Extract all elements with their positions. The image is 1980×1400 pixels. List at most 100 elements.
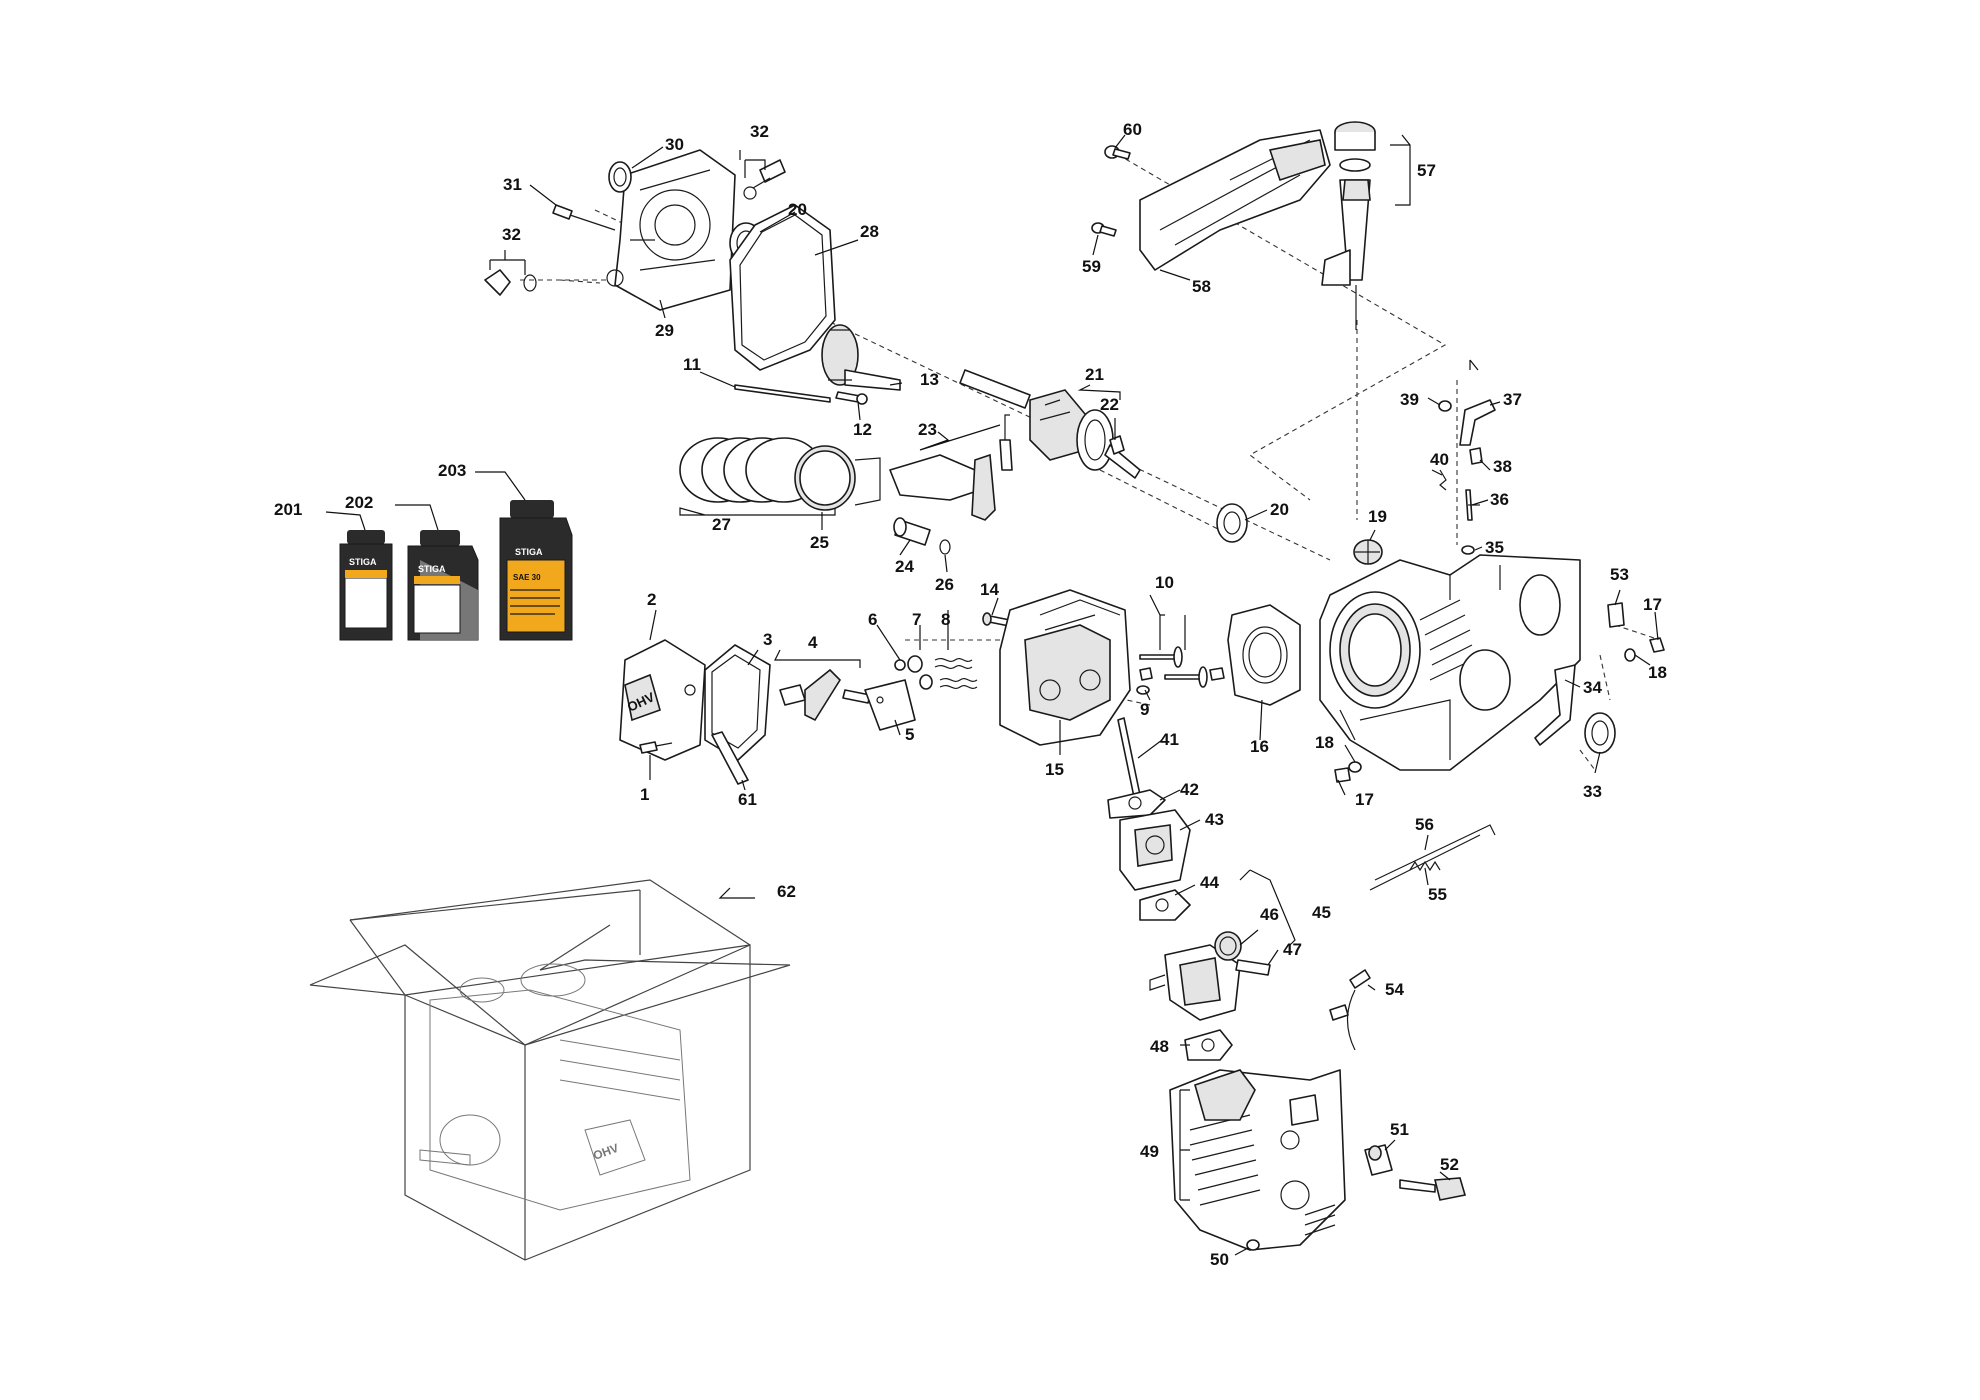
insulator-43 — [1119, 809, 1191, 891]
callout-34: 34 — [1583, 678, 1602, 697]
callout-54: 54 — [1385, 980, 1404, 999]
callout-4: 4 — [808, 633, 818, 652]
oil-brand-label: STIGA — [349, 557, 377, 567]
bolt-17-right — [1649, 637, 1665, 653]
rocker-arm-4 — [779, 668, 871, 722]
callout-35: 35 — [1485, 538, 1504, 557]
tube-61 — [711, 731, 749, 785]
callout-52: 52 — [1440, 1155, 1459, 1174]
choke-knob-46 — [1214, 931, 1242, 961]
callout-7: 7 — [912, 610, 921, 629]
valve-spring-8 — [934, 657, 978, 690]
switch-51 — [1364, 1144, 1393, 1176]
callout-19: 19 — [1368, 507, 1387, 526]
valve-10 — [1139, 646, 1208, 688]
key-52 — [1399, 1177, 1467, 1201]
callout-15: 15 — [1045, 760, 1064, 779]
callout-17a: 17 — [1643, 595, 1662, 614]
callout-29: 29 — [655, 321, 674, 340]
callout-39: 39 — [1400, 390, 1419, 409]
bolt-1 — [639, 741, 673, 754]
callout-28: 28 — [860, 222, 879, 241]
clip-26 — [939, 539, 951, 555]
callout-9: 9 — [1140, 700, 1149, 719]
callout-56: 56 — [1415, 815, 1434, 834]
callout-202: 202 — [345, 493, 373, 512]
oil-brand-label: STIGA — [515, 547, 543, 557]
callout-13: 13 — [920, 370, 939, 389]
piston-25 — [794, 445, 881, 511]
callout-1: 1 — [640, 785, 649, 804]
stud-41 — [1117, 717, 1141, 798]
rocker-plate-5 — [864, 679, 916, 731]
oil-grade-label: SAE 30 — [513, 573, 541, 582]
callout-2: 2 — [647, 590, 656, 609]
oil-bottle-201: STIGA — [339, 530, 393, 641]
callout-32b: 32 — [502, 225, 521, 244]
gasket-44 — [1139, 889, 1191, 921]
spring-retainer-7 — [907, 655, 933, 690]
callout-44: 44 — [1200, 873, 1219, 892]
clip-38 — [1469, 447, 1483, 465]
oil-sensor-53 — [1607, 602, 1625, 628]
callout-5: 5 — [905, 725, 914, 744]
callout-8: 8 — [941, 610, 950, 629]
dowel-pin-16a — [1209, 667, 1225, 681]
callout-36: 36 — [1490, 490, 1509, 509]
callout-49: 49 — [1140, 1142, 1159, 1161]
callout-55: 55 — [1428, 885, 1447, 904]
oil-brand-label: STIGA — [418, 564, 446, 574]
drain-bolt-17-bottom — [1334, 767, 1351, 783]
connecting-rod-23 — [889, 414, 1013, 521]
callout-62: 62 — [777, 882, 796, 901]
callout-18a: 18 — [1648, 663, 1667, 682]
callout-11: 11 — [683, 355, 701, 374]
breather-gasket-3 — [704, 644, 771, 761]
muffler-shield-49 — [1169, 1069, 1346, 1251]
callout-201: 201 — [274, 500, 302, 519]
callout-51: 51 — [1390, 1120, 1409, 1139]
callout-41: 41 — [1160, 730, 1179, 749]
callout-22: 22 — [1100, 395, 1119, 414]
head-gasket-16 — [1227, 604, 1301, 706]
callout-12: 12 — [853, 420, 872, 439]
bracket-34 — [1534, 664, 1576, 746]
bolt-50 — [1246, 1239, 1260, 1251]
leader-lines — [325, 134, 1659, 1256]
callout-21: 21 — [1085, 365, 1104, 384]
engine-box-62: OHV — [309, 879, 791, 1261]
throttle-rod-55 — [1369, 824, 1496, 891]
callout-203: 203 — [438, 461, 466, 480]
oil-seal-30 — [608, 161, 632, 193]
lever-47 — [1235, 959, 1271, 976]
valve-lifter-12 — [835, 391, 868, 405]
oil-seal-33 — [1584, 712, 1616, 754]
callout-61: 61 — [738, 790, 757, 809]
bolt-60 — [1104, 145, 1131, 160]
callout-32a: 32 — [750, 122, 769, 141]
washer-18-bottom — [1348, 761, 1362, 773]
callout-24: 24 — [895, 557, 914, 576]
callout-37: 37 — [1503, 390, 1522, 409]
callout-20b: 20 — [1270, 500, 1289, 519]
callout-10: 10 — [1155, 573, 1174, 592]
callout-48: 48 — [1150, 1037, 1169, 1056]
callout-20a: 20 — [788, 200, 807, 219]
oil-seal-20-mid — [1216, 503, 1248, 543]
callout-23: 23 — [918, 420, 937, 439]
carburetor-45 — [1149, 944, 1241, 1021]
valve-retainer-6 — [894, 659, 906, 671]
ohv-mark: OHV — [591, 1141, 620, 1163]
washer-35 — [1461, 545, 1475, 555]
drain-plug-32-top — [743, 159, 786, 200]
gasket-42 — [1107, 789, 1166, 819]
drain-plug-32-left — [484, 269, 537, 296]
callout-47: 47 — [1283, 940, 1302, 959]
crankcase-cover-29 — [606, 149, 736, 311]
callout-53: 53 — [1610, 565, 1629, 584]
governor-gear-19 — [1353, 539, 1383, 565]
gasket-48 — [1184, 1029, 1233, 1061]
callout-42: 42 — [1180, 780, 1199, 799]
callout-3: 3 — [763, 630, 772, 649]
